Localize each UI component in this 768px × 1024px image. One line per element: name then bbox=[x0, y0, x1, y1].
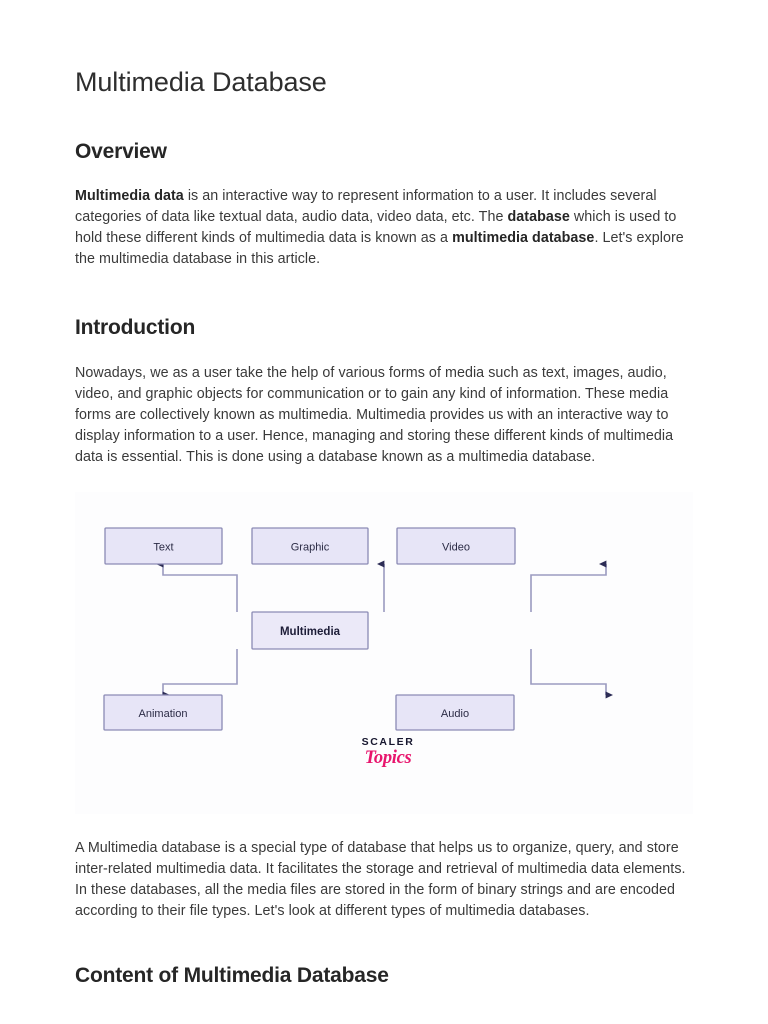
node-animation-label: Animation bbox=[139, 708, 188, 720]
node-multimedia-box bbox=[251, 611, 369, 650]
logo-topics-wordmark: Topics bbox=[364, 747, 412, 768]
diagram-node-text: Text bbox=[104, 527, 223, 565]
multimedia-diagram-svg: Text Graphic Video Multimedia Animation bbox=[103, 527, 613, 731]
diagram-node-animation: Animation bbox=[103, 694, 223, 731]
diagram-node-audio: Audio bbox=[395, 694, 515, 731]
overview-paragraph: Multimedia data is an interactive way to… bbox=[75, 165, 693, 270]
overview-text-run-2: is an interactive way to represent infor… bbox=[75, 188, 657, 226]
edge-multimedia-to-audio bbox=[530, 649, 613, 699]
multimedia-diagram-figure: Text Graphic Video Multimedia Animation bbox=[75, 492, 693, 815]
overview-text-run-4: which is used to hold these different ki… bbox=[75, 209, 677, 247]
diagram-connectors bbox=[156, 560, 613, 699]
node-graphic-box bbox=[251, 527, 369, 565]
section-heading-introduction: Introduction bbox=[75, 316, 196, 340]
node-text-box bbox=[104, 527, 223, 565]
post-figure-paragraph: A Multimedia database is a special type … bbox=[75, 840, 686, 920]
diagram-node-multimedia: Multimedia bbox=[251, 611, 369, 650]
introduction-paragraph: Nowadays, we as a user take the help of … bbox=[75, 365, 674, 466]
node-audio-label: Audio bbox=[441, 708, 469, 720]
page-title: Multimedia Database bbox=[75, 67, 327, 97]
diagram-node-video: Video bbox=[396, 527, 516, 565]
node-multimedia-label: Multimedia bbox=[280, 626, 341, 638]
overview-bold-multimedia-database: multimedia database bbox=[452, 230, 595, 247]
node-animation-box bbox=[103, 694, 223, 731]
edge-multimedia-to-video bbox=[530, 560, 607, 613]
logo-scaler-wordmark: SCALER bbox=[361, 736, 415, 749]
scaler-topics-logo: SCALER Topics bbox=[357, 737, 419, 767]
section-heading-overview: Overview bbox=[75, 139, 167, 163]
section-heading-content: Content of Multimedia Database bbox=[75, 964, 389, 988]
node-audio-box bbox=[395, 694, 515, 731]
node-video-box bbox=[396, 527, 516, 565]
edge-multimedia-to-text bbox=[156, 560, 238, 613]
node-text-label: Text bbox=[153, 542, 173, 554]
node-graphic-label: Graphic bbox=[291, 542, 330, 554]
overview-bold-database: database bbox=[507, 209, 570, 226]
edge-multimedia-to-animation bbox=[162, 649, 238, 699]
overview-text-run-6: . Let's explore the multimedia database … bbox=[75, 230, 684, 268]
node-video-label: Video bbox=[442, 542, 470, 554]
diagram-node-graphic: Graphic bbox=[251, 527, 369, 565]
overview-bold-multimedia-data: Multimedia data bbox=[75, 188, 184, 205]
